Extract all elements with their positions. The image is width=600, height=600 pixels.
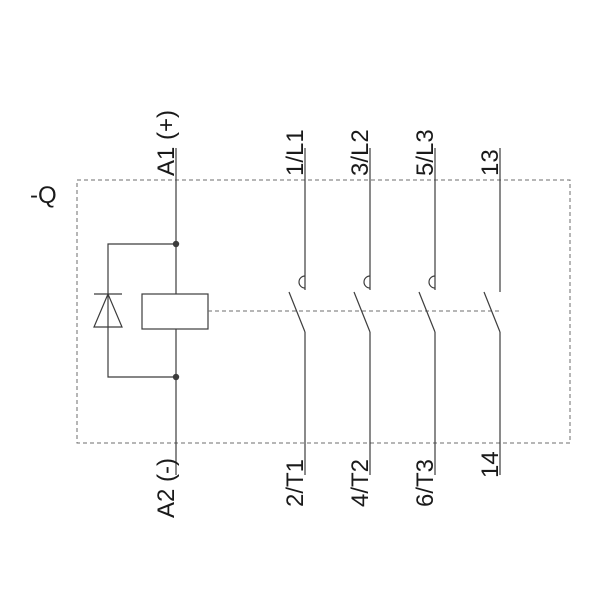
main-contact-1 bbox=[288, 148, 306, 475]
terminal-label-t1: 2/T1 bbox=[282, 459, 309, 507]
terminal-label-a1: A1 (+) bbox=[153, 110, 180, 176]
terminal-label-13: 13 bbox=[477, 149, 504, 176]
auxiliary-contact bbox=[483, 148, 501, 475]
terminal-label-l3: 5/L3 bbox=[412, 129, 439, 176]
terminal-label-t2: 4/T2 bbox=[347, 459, 374, 507]
terminal-label-l1: 1/L1 bbox=[282, 129, 309, 176]
device-tag: -Q bbox=[30, 182, 57, 209]
main-contact-2 bbox=[353, 148, 371, 475]
main-contact-3 bbox=[418, 148, 436, 475]
suppression-diode bbox=[93, 243, 176, 378]
terminal-label-t3: 6/T3 bbox=[412, 459, 439, 507]
terminal-label-a2: A2 (-) bbox=[153, 458, 180, 518]
terminal-label-14: 14 bbox=[477, 451, 504, 478]
device-boundary bbox=[76, 179, 571, 444]
terminal-label-l2: 3/L2 bbox=[347, 129, 374, 176]
coil bbox=[141, 293, 209, 330]
